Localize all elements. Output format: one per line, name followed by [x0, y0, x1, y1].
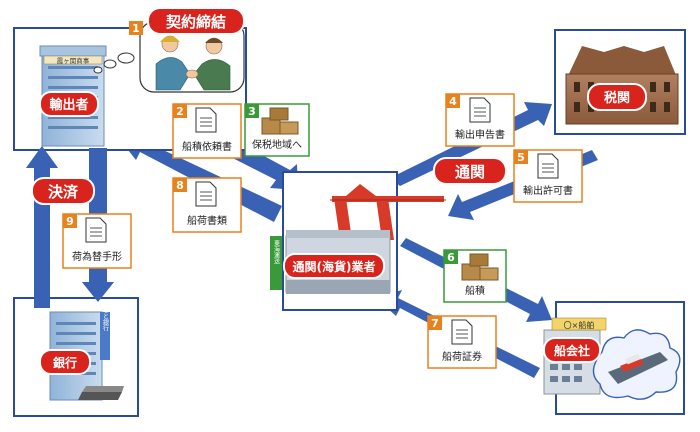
step-8-label: 船荷書類: [187, 214, 227, 227]
step-2-label: 船積依頼書: [182, 140, 232, 153]
bank-sign-board: [100, 312, 110, 360]
step-6-number: 6: [447, 251, 455, 264]
step-2-number: 2: [176, 105, 184, 118]
step-6-label: 船積: [465, 284, 485, 297]
step-3-number: 3: [248, 105, 256, 118]
step-1-badge: [129, 21, 143, 35]
document-icon: [451, 319, 473, 345]
step-2-card: 2 船積依頼書: [172, 103, 242, 159]
bank-label-box: [39, 349, 91, 375]
step-4-number: 4: [449, 95, 457, 108]
thought-bubbles: [93, 52, 135, 74]
step-7-number: 7: [431, 317, 439, 330]
exporter-sign: 霞ヶ関商事: [57, 56, 90, 65]
ship-cloud-illustration: [592, 329, 681, 400]
step-7-label: 船荷証券: [442, 350, 482, 363]
arrow-payment-head-over: [26, 146, 58, 168]
contract-banner: 契約締結: [165, 13, 226, 31]
step-9-label: 荷為替手形: [72, 250, 122, 263]
step-3-label: 保税地域へ: [252, 138, 302, 151]
boxes-icon: [261, 107, 299, 135]
shipping-label: 船会社: [554, 343, 590, 358]
clearance-banner: 通関: [455, 163, 485, 181]
contract-banner-box: [147, 7, 245, 35]
boxes-icon: [461, 253, 499, 281]
step-9-card: 9 荷為替手形: [62, 213, 132, 269]
broker-label: 通関(海貨)業者: [293, 259, 376, 274]
step-8-number: 8: [176, 179, 184, 192]
document-icon: [195, 107, 217, 133]
crane-illustration: [330, 184, 446, 240]
shipping-label-box: [543, 337, 601, 363]
exporter-label: 輸出者: [49, 97, 88, 113]
step-1-number: 1: [132, 22, 140, 35]
document-icon: [195, 181, 217, 207]
step-9-number: 9: [66, 215, 74, 228]
step-5-number: 5: [517, 151, 525, 164]
step-7-card: 7 船荷証券: [427, 315, 497, 369]
payment-banner: 決済: [48, 183, 79, 201]
bank-sign: みなと銀行: [102, 301, 109, 332]
payment-banner-box: [31, 177, 95, 205]
exporter-label-box: [39, 91, 99, 117]
step-8-card: 8 船荷書類: [172, 177, 242, 233]
customs-label: 税関: [604, 90, 630, 106]
document-icon: [537, 153, 559, 179]
step-5-card: 5 輸出許可書: [513, 149, 583, 203]
broker-sign: 東海運送: [273, 239, 280, 265]
document-icon: [85, 217, 107, 243]
customs-label-box: [587, 83, 647, 111]
broker-label-box: [283, 253, 385, 279]
step-4-card: 4 輸出申告書: [445, 93, 515, 147]
shipping-sign: 〇×船舶: [564, 320, 595, 330]
step-5-label: 輸出許可書: [523, 184, 573, 197]
clearance-banner-box: [433, 157, 507, 185]
step-3-card: 3 保税地域へ: [244, 103, 310, 157]
step-4-label: 輸出申告書: [455, 128, 505, 141]
broker-sign-board: [270, 236, 282, 290]
step-6-card: 6 船積: [443, 249, 507, 303]
bank-label: 銀行: [52, 355, 77, 370]
document-icon: [469, 97, 491, 123]
